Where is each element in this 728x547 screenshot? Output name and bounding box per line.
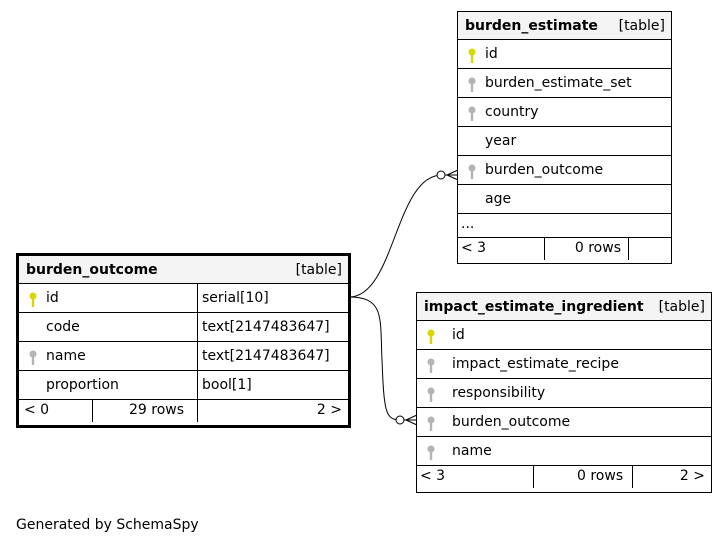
- column-name: id: [485, 46, 498, 62]
- foreign-key-icon: [427, 387, 435, 402]
- column-name: year: [485, 133, 517, 149]
- primary-key-icon: [29, 292, 37, 307]
- table-kind: [table]: [658, 299, 705, 315]
- column-row[interactable]: country: [458, 98, 671, 127]
- relationship-crowsfoot-burden-estimate: [436, 170, 446, 180]
- column-name: age: [485, 191, 512, 207]
- column-row[interactable]: name: [417, 437, 711, 466]
- column-row[interactable]: id serial[10]: [19, 284, 348, 313]
- foreign-key-icon: [468, 77, 476, 92]
- relationship-line-burden-estimate: [348, 174, 458, 298]
- foreign-key-icon: [427, 445, 435, 460]
- column-row[interactable]: burden_estimate_set: [458, 69, 671, 98]
- column-type: serial[10]: [202, 290, 269, 306]
- column-row[interactable]: responsibility: [417, 379, 711, 408]
- table-header: impact_estimate_ingredient [table]: [417, 293, 711, 321]
- column-name: code: [46, 319, 80, 335]
- table-header: burden_estimate [table]: [458, 12, 671, 40]
- column-row[interactable]: proportion bool[1]: [19, 371, 348, 400]
- column-type: bool[1]: [202, 377, 252, 393]
- foreign-key-icon: [468, 164, 476, 179]
- column-row[interactable]: burden_outcome: [417, 408, 711, 437]
- foreign-key-icon: [29, 350, 37, 365]
- table-footer: < 3 0 rows 2 >: [417, 466, 711, 488]
- table-kind: [table]: [295, 262, 342, 278]
- column-row[interactable]: name text[2147483647]: [19, 342, 348, 371]
- column-type: text[2147483647]: [202, 319, 330, 335]
- children-count[interactable]: 2 >: [316, 402, 342, 418]
- column-name: burden_estimate_set: [485, 75, 632, 91]
- foreign-key-icon: [468, 106, 476, 121]
- primary-key-icon: [468, 48, 476, 63]
- column-row[interactable]: code text[2147483647]: [19, 313, 348, 342]
- column-row[interactable]: impact_estimate_recipe: [417, 350, 711, 379]
- table-name[interactable]: burden_estimate: [465, 18, 598, 34]
- column-name: impact_estimate_recipe: [452, 356, 619, 372]
- column-row[interactable]: year: [458, 127, 671, 156]
- column-row[interactable]: id: [458, 40, 671, 69]
- more-columns-indicator: ...: [458, 214, 671, 238]
- generated-by-caption: Generated by SchemaSpy: [16, 517, 199, 533]
- column-name: proportion: [46, 377, 119, 393]
- parents-count[interactable]: < 3: [461, 240, 487, 256]
- table-footer: < 0 29 rows 2 >: [19, 400, 348, 422]
- table-burden-estimate[interactable]: burden_estimate [table] id burden_estima…: [457, 11, 672, 264]
- column-row[interactable]: burden_outcome: [458, 156, 671, 185]
- table-burden-outcome[interactable]: burden_outcome [table] id serial[10] cod…: [16, 253, 351, 428]
- table-kind: [table]: [618, 18, 665, 34]
- parents-count[interactable]: < 3: [420, 468, 446, 484]
- primary-key-icon: [427, 329, 435, 344]
- row-count: 0 rows: [577, 468, 624, 484]
- foreign-key-icon: [427, 416, 435, 431]
- column-name: id: [452, 327, 465, 343]
- column-name: burden_outcome: [485, 162, 604, 178]
- column-row[interactable]: id: [417, 321, 711, 350]
- children-count[interactable]: 2 >: [679, 468, 705, 484]
- table-header: burden_outcome [table]: [19, 256, 348, 284]
- table-impact-estimate-ingredient[interactable]: impact_estimate_ingredient [table] id im…: [416, 292, 712, 493]
- column-name: name: [452, 443, 492, 459]
- foreign-key-icon: [427, 358, 435, 373]
- row-count: 0 rows: [574, 240, 621, 256]
- column-type: text[2147483647]: [202, 348, 330, 364]
- column-row[interactable]: age: [458, 185, 671, 214]
- column-name: burden_outcome: [452, 414, 571, 430]
- column-name: country: [485, 104, 539, 120]
- relationship-crowsfoot-impact-estimate-ingredient: [395, 415, 405, 425]
- parents-count[interactable]: < 0: [24, 402, 50, 418]
- column-name: responsibility: [452, 385, 546, 401]
- relationship-line-impact-estimate-ingredient: [348, 296, 417, 421]
- table-name[interactable]: impact_estimate_ingredient: [424, 299, 644, 315]
- row-count: 29 rows: [129, 402, 185, 418]
- column-name: id: [46, 290, 59, 306]
- column-name: name: [46, 348, 86, 364]
- table-name[interactable]: burden_outcome: [26, 262, 158, 278]
- table-footer: < 3 0 rows: [458, 238, 671, 260]
